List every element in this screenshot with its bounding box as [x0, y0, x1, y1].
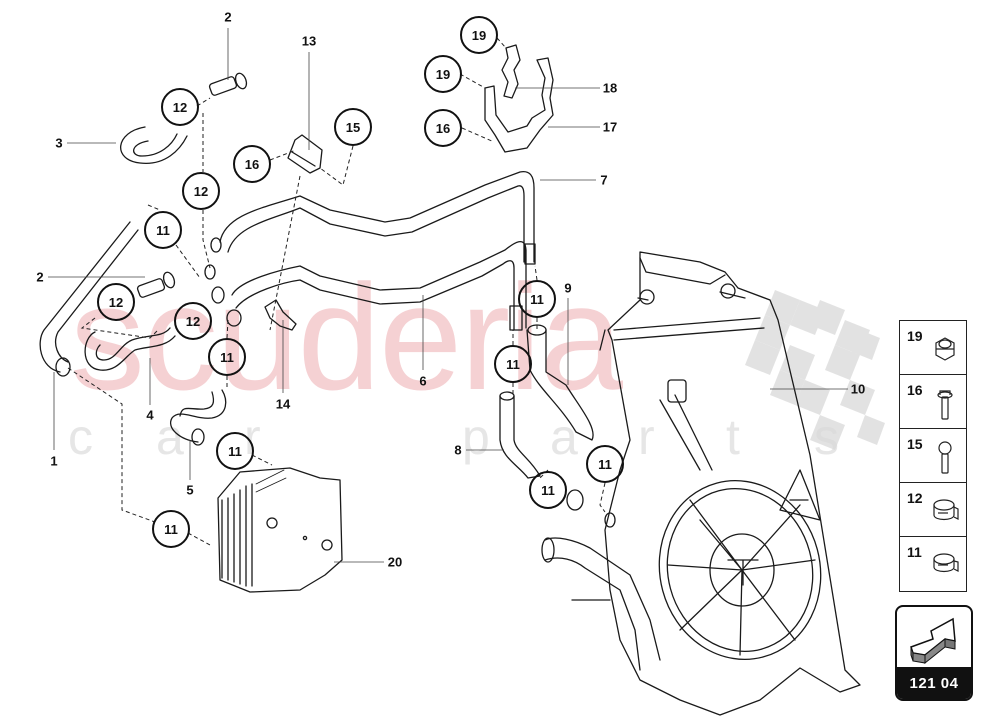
bubble-11: 11	[586, 445, 624, 483]
part-7-pipe	[219, 170, 535, 263]
legend-number: 15	[907, 436, 923, 452]
callout-13: 13	[301, 33, 317, 49]
legend-number: 16	[907, 382, 923, 398]
part-20-oil-cooler	[217, 467, 343, 593]
bubble-12: 12	[174, 302, 212, 340]
bubble-11: 11	[144, 211, 182, 249]
legend-item-15[interactable]: 15	[900, 429, 966, 483]
bubble-19: 19	[424, 55, 462, 93]
part-2-fitting-top	[208, 72, 248, 96]
part-2-fitting-mid	[136, 271, 176, 298]
callout-8: 8	[454, 442, 462, 458]
bubble-11: 11	[152, 510, 190, 548]
part-3-u-hose	[120, 126, 188, 164]
part-18-clamp	[501, 44, 521, 99]
callout-4: 4	[146, 407, 154, 423]
watermark-letter: t	[726, 409, 740, 465]
legend-item-12[interactable]: 12	[900, 483, 966, 537]
page-code: 121 04	[897, 667, 971, 699]
bubble-16: 16	[424, 109, 462, 147]
part-10-radiator-fan-assembly	[541, 251, 861, 716]
ball-stud-icon	[938, 441, 952, 474]
bubble-11: 11	[494, 345, 532, 383]
bubble-11: 11	[208, 338, 246, 376]
callout-5: 5	[186, 482, 194, 498]
flange-bolt-icon	[937, 390, 953, 420]
bubble-19: 19	[460, 16, 498, 54]
watermark-letter: a	[550, 409, 578, 465]
part-5-hose-end	[191, 428, 205, 446]
bubble-11: 11	[216, 432, 254, 470]
part-4-s-hose	[84, 327, 176, 371]
callout-17: 17	[602, 119, 618, 135]
legend-item-19[interactable]: 19	[900, 321, 966, 375]
part-6-pipe-end	[509, 305, 523, 331]
legend-number: 11	[907, 544, 922, 560]
bubble-12: 12	[161, 88, 199, 126]
watermark-letter: p	[462, 409, 490, 465]
callout-2: 2	[36, 269, 44, 285]
callout-10: 10	[850, 381, 866, 397]
watermark-letter: c	[68, 409, 93, 465]
part-13-bracket	[287, 134, 323, 174]
callout-3: 3	[55, 135, 63, 151]
legend-item-11[interactable]: 11	[900, 537, 966, 591]
bubble-16: 16	[233, 145, 271, 183]
legend-number: 19	[907, 328, 923, 344]
callout-9: 9	[564, 280, 572, 296]
bubble-11: 11	[529, 471, 567, 509]
part-8-hose-end	[499, 391, 515, 401]
part-5-hose	[170, 389, 227, 443]
callout-leaders	[48, 28, 848, 563]
bubble-12: 12	[182, 172, 220, 210]
pipe-connectors	[204, 237, 242, 327]
arrow-next-page-icon	[910, 617, 956, 665]
bubble-12: 12	[97, 283, 135, 321]
legend-number: 12	[907, 490, 923, 506]
part-1-hose-end	[55, 357, 71, 377]
callout-7: 7	[600, 172, 608, 188]
part-8-hose	[499, 395, 541, 479]
part-14-clip	[264, 299, 297, 331]
callout-6: 6	[419, 373, 427, 389]
part-7-pipe-end	[524, 243, 536, 265]
hose-clamp-large-icon	[933, 499, 959, 521]
dashed-leaders	[67, 37, 606, 546]
part-6-pipe	[231, 241, 527, 331]
hose-clamp-small-icon	[933, 553, 959, 573]
watermark-letter: r	[638, 409, 655, 465]
bubble-15: 15	[334, 108, 372, 146]
next-page-nav-button[interactable]: 121 04	[895, 605, 973, 701]
legend-item-16[interactable]: 16	[900, 375, 966, 429]
callout-14: 14	[275, 396, 291, 412]
hardware-legend: 19 16 15	[899, 320, 967, 592]
callout-2: 2	[224, 9, 232, 25]
callout-1: 1	[50, 453, 58, 469]
callout-20: 20	[387, 554, 403, 570]
checkered-flag-watermark	[745, 290, 885, 450]
part-1-hose	[39, 221, 139, 373]
callout-18: 18	[602, 80, 618, 96]
part-17-bracket	[484, 57, 554, 153]
bubble-11: 11	[518, 280, 556, 318]
part-9-hose	[526, 329, 594, 441]
hex-nut-icon	[935, 337, 955, 361]
watermark-letter: a	[156, 409, 184, 465]
